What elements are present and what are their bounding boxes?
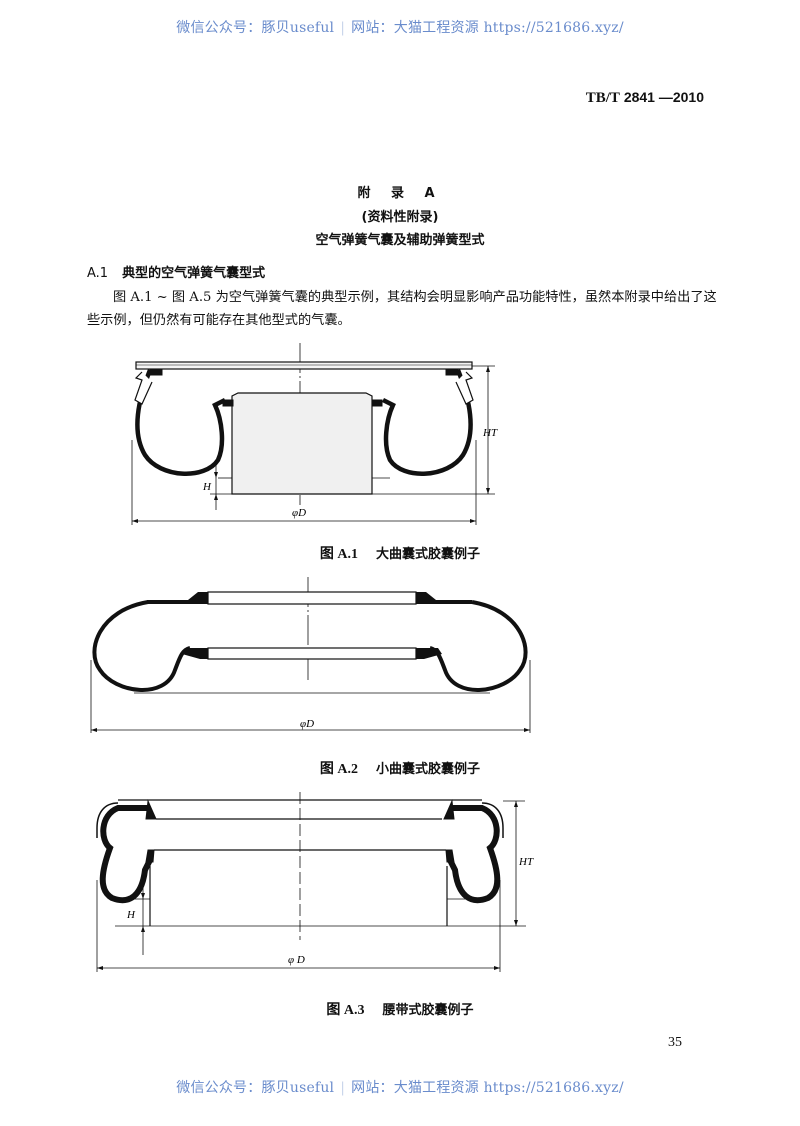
figure-a1-number: 图 A.1 — [319, 547, 359, 562]
watermark-wechat: 微信公众号：豚贝useful — [176, 1080, 335, 1096]
figure-a3-drawing: φ D H HT — [96, 792, 534, 972]
section-number: A.1 — [87, 266, 109, 281]
appendix-title: 附 录 A — [357, 186, 443, 201]
figure-a2-caption: 图 A.2 小曲囊式胶囊例子 — [0, 758, 800, 778]
fig-a3-diameter-label: φ D — [288, 954, 305, 966]
fig-a3-total-height-label: HT — [518, 856, 534, 868]
figure-a3-number: 图 A.3 — [326, 1003, 365, 1018]
watermark-separator: | — [340, 20, 346, 36]
figure-a2-title: 小曲囊式胶囊例子 — [376, 762, 481, 777]
section-paragraph: 图 A.1 ~ 图 A.5 为空气弹簧气囊的典型示例，其结构会明显影响产品功能特… — [87, 290, 717, 328]
page-number: 35 — [668, 1035, 682, 1050]
standard-prefix: TB/T — [585, 90, 620, 106]
figure-a3-caption: 图 A.3 腰带式胶囊例子 — [0, 999, 800, 1019]
watermark-bottom: 微信公众号：豚贝useful | 网站：大猫工程资源 https://521686.… — [0, 1077, 800, 1097]
section-heading: A.1 典型的空气弹簧气囊型式 — [87, 262, 265, 281]
figure-a3-title: 腰带式胶囊例子 — [382, 1003, 474, 1018]
fig-a3-height-label: H — [126, 909, 136, 921]
figure-a1-drawing: φD H HT — [131, 343, 498, 525]
figure-a2-drawing: φD — [90, 577, 531, 733]
fig-a1-total-height-label: HT — [482, 427, 498, 439]
standard-number: 2841 —2010 — [623, 89, 704, 105]
watermark-website: 网站：大猫工程资源 https://521686.xyz/ — [351, 20, 624, 36]
appendix-type: (资料性附录) — [361, 210, 439, 225]
fig-a1-diameter-label: φD — [292, 507, 306, 519]
watermark-top: 微信公众号：豚贝useful | 网站：大猫工程资源 https://521686.… — [0, 17, 800, 37]
fig-a1-height-label: H — [202, 481, 212, 493]
figure-a2-number: 图 A.2 — [319, 762, 359, 777]
watermark-separator: | — [340, 1080, 346, 1096]
figure-a1-title: 大曲囊式胶囊例子 — [376, 547, 481, 562]
section-title: 典型的空气弹簧气囊型式 — [122, 266, 266, 281]
appendix-subtitle: 空气弹簧气囊及辅助弹簧型式 — [315, 233, 485, 248]
watermark-wechat: 微信公众号：豚贝useful — [176, 20, 335, 36]
standard-code: TB/T 2841 —2010 — [586, 89, 704, 107]
figure-a1-caption: 图 A.1 大曲囊式胶囊例子 — [0, 543, 800, 563]
fig-a2-diameter-label: φD — [300, 718, 314, 730]
watermark-website: 网站：大猫工程资源 https://521686.xyz/ — [351, 1080, 624, 1096]
